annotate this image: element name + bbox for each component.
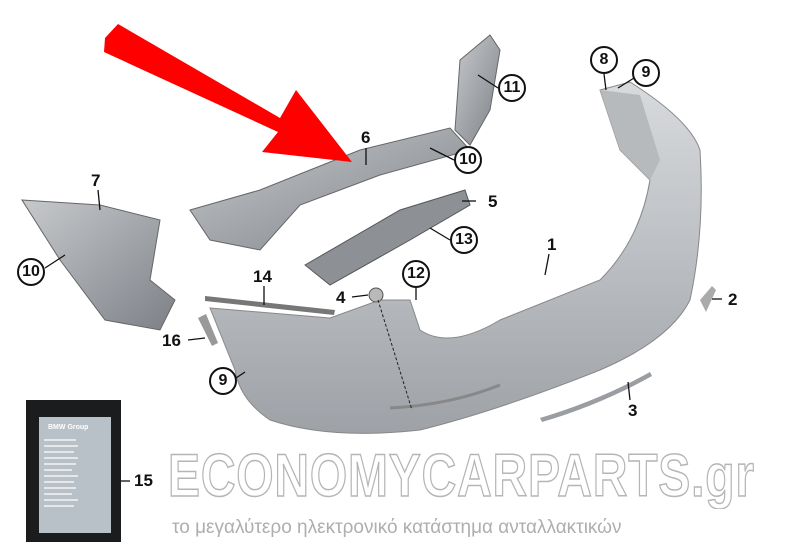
bumper-cover xyxy=(209,81,702,434)
callout-7: 7 xyxy=(91,171,101,190)
side-bracket-left xyxy=(21,199,176,331)
callout-9-bottom: 9 xyxy=(209,367,237,395)
callout-2: 2 xyxy=(728,290,738,309)
energy-absorber xyxy=(304,189,471,286)
callout-10-left: 10 xyxy=(17,258,45,286)
callout-4: 4 xyxy=(336,288,346,307)
callout-8: 8 xyxy=(590,46,618,74)
callout-12: 12 xyxy=(402,260,430,288)
callout-13: 13 xyxy=(450,226,478,254)
callout-9-top: 9 xyxy=(632,59,660,87)
upper-bracket xyxy=(454,34,501,146)
trim-strip-14 xyxy=(205,296,335,315)
trim-strip xyxy=(540,372,652,422)
reflector xyxy=(700,286,716,312)
callout-16: 16 xyxy=(162,331,181,350)
callout-3: 3 xyxy=(628,401,638,420)
callout-10-right: 10 xyxy=(454,146,482,174)
bumper-carrier xyxy=(189,127,471,251)
callout-1: 1 xyxy=(547,235,557,254)
clip xyxy=(368,287,384,303)
callout-14: 14 xyxy=(253,267,272,286)
trim-16 xyxy=(198,314,218,346)
watermark-brand: ECONOMYCARPARTS.gr xyxy=(167,442,755,509)
callout-15: 15 xyxy=(134,471,153,490)
kit-bag-label: BMW Group xyxy=(48,424,89,431)
callout-5: 5 xyxy=(488,192,498,211)
callout-6: 6 xyxy=(361,128,371,147)
red-arrow-icon xyxy=(104,24,352,162)
callout-11: 11 xyxy=(498,74,526,102)
watermark-tagline: το μεγαλύτερο ηλεκτρονικό κατάστημα αντα… xyxy=(172,517,622,538)
